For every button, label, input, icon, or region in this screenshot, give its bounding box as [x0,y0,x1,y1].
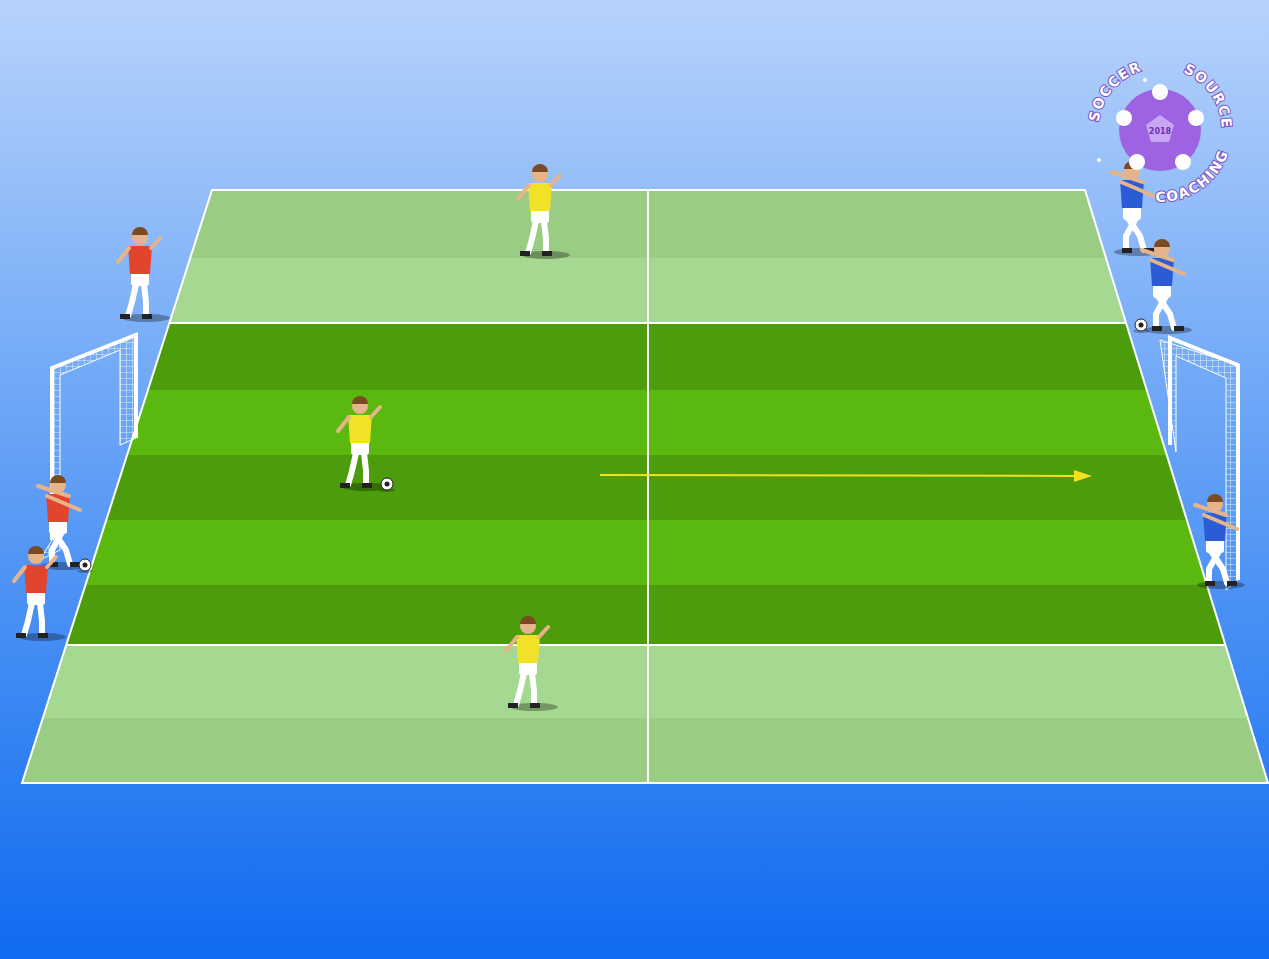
player-shirt [24,565,48,593]
pitch-stripe [22,718,1268,783]
player-shadow [1197,581,1245,589]
player-boot [16,633,26,638]
figures [14,161,1245,711]
player-leg [40,603,42,635]
ball-pentagon [1146,115,1174,142]
player-boot [70,562,80,567]
ball [79,559,91,571]
logo-text: COACHING [1155,147,1231,205]
player-hair [1207,494,1223,502]
player-boot [120,314,130,319]
pitch-stripe [85,520,1206,585]
player-shorts [1206,539,1224,553]
zone-line [66,644,1225,646]
player-boot [340,483,350,488]
player-shirt [128,246,152,274]
run-arrow [600,475,1078,476]
logo-text: SOURCE [1182,61,1236,130]
player-boot [38,633,48,638]
ball-patch [385,482,390,487]
goal-frame [1170,338,1238,580]
player-boot [1152,326,1162,331]
logo-text: SOURCE [1182,61,1236,130]
player-shorts [49,520,67,534]
player-boot [1122,248,1132,253]
player-hair [520,616,536,624]
halfway-line [647,190,649,783]
player-hair [352,396,368,404]
player-shorts [1123,206,1141,220]
player-boot [142,314,152,319]
logo-ball: SOCCER SOURCE COACHING 2018 [1086,58,1236,205]
logo-ball [1119,89,1201,171]
player-shorts [131,272,149,286]
player-boot [542,251,552,256]
player-shirt [528,183,552,211]
player-boot [362,483,372,488]
logo-text: SOCCER [1086,58,1144,123]
logo-text: COACHING [1155,147,1231,205]
player-boot [1205,581,1215,586]
logo-year: 2018 [1149,127,1172,136]
logo-text: SOCCER [1086,58,1144,123]
player-leg [1126,218,1136,250]
ball-patch [1188,110,1204,126]
pitch-stripe [43,645,1248,718]
pitch-stripe [106,455,1187,520]
player-boot [1227,581,1237,586]
ball-patch [1175,154,1191,170]
pitch-outline [22,190,1268,783]
player-leg [528,221,536,253]
ball-patch [1152,84,1168,100]
player-leg [544,221,546,253]
player-boot [508,703,518,708]
ball-patch [83,563,88,568]
ball [1135,319,1147,331]
player-shorts [351,441,369,455]
ball [381,478,393,490]
player-shorts [1153,284,1171,298]
player-boot [530,703,540,708]
player-boot [520,251,530,256]
ball-patch [1139,323,1144,328]
arrow-head [1074,470,1092,482]
pitch [22,190,1268,783]
player-shirt [516,635,540,663]
ball-patch [1129,154,1145,170]
player-leg [128,284,136,316]
player-hair [28,546,44,554]
player-shirt [348,415,372,443]
player-leg [1156,296,1166,328]
ball-patch [1116,110,1132,126]
player-shorts [27,591,45,605]
player-hair [50,475,66,483]
player-hair [1154,239,1170,247]
pitch-stripe [127,390,1167,455]
logo-dot [1097,158,1101,162]
player-shorts [531,209,549,223]
player-shorts [519,661,537,675]
player-shadow [1144,326,1192,334]
player-leg [364,453,366,485]
goal-net [40,335,136,560]
player-hair [132,227,148,235]
player-leg [348,453,356,485]
player-hair [532,164,548,172]
player-leg [144,284,146,316]
player-leg [516,673,524,705]
player-boot [1174,326,1184,331]
pitch-stripe [66,585,1225,645]
logo-dot [1143,78,1147,82]
player-leg [24,603,32,635]
player-leg [532,673,534,705]
player-leg [1209,551,1219,583]
